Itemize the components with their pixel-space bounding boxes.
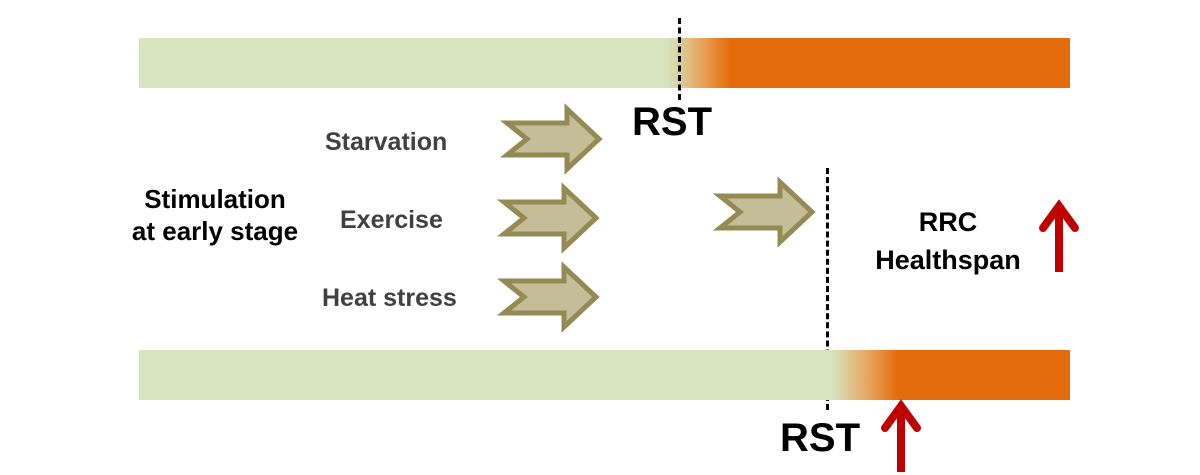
bottom-rst-marker-line [826, 168, 829, 410]
chevron-arrow-right-icon [712, 176, 816, 248]
stimulus-label-heat-stress: Heat stress [322, 284, 457, 312]
top-timeline-bar [139, 38, 1070, 88]
stimulus-label-starvation: Starvation [325, 128, 448, 156]
up-arrow-icon [1039, 199, 1079, 272]
top-rst-marker-line [678, 18, 681, 100]
stimulation-label-line2: at early stage [131, 216, 299, 246]
chevron-arrow-right-icon [499, 103, 603, 175]
outcome-label-rrc: RRC [918, 207, 978, 237]
bottom-timeline-bar [139, 350, 1070, 400]
chevron-arrow-right-icon [496, 261, 600, 333]
stimulus-label-exercise: Exercise [340, 206, 443, 234]
stimulation-label: Stimulation at early stage [110, 183, 320, 247]
outcome-label: RRC Healthspan [848, 203, 1048, 279]
stimulation-label-line1: Stimulation [144, 184, 286, 214]
top-rst-label: RST [632, 100, 712, 144]
outcome-label-healthspan: Healthspan [875, 245, 1021, 275]
bottom-rst-label: RST [780, 416, 860, 460]
chevron-arrow-right-icon [496, 182, 600, 254]
up-arrow-icon [881, 399, 921, 472]
